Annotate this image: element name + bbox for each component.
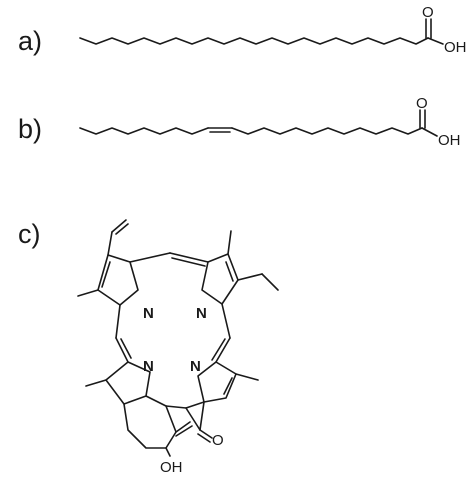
pyrrole-ring-c — [197, 361, 237, 403]
pyrrole-ring-b — [201, 253, 239, 305]
vinyl-bond-1 — [107, 231, 113, 256]
enol-double-2 — [175, 425, 193, 437]
panel-b-oxygen-atom: O — [416, 95, 428, 112]
panel-a: a) O OH — [18, 4, 467, 56]
inner-link-mid — [165, 405, 187, 409]
panel-b-carbon-chain-left — [79, 127, 209, 135]
enol-hydroxyl-label: OH — [160, 459, 183, 476]
pyrrole-ring-a — [97, 254, 139, 306]
bridge-bc-2 — [215, 337, 231, 363]
cyclic-chain — [123, 403, 177, 449]
ring-b-inner-double — [225, 261, 234, 282]
ketone-bond-2 — [197, 433, 211, 443]
ring-a-methyl — [77, 289, 99, 297]
panel-b: b) O OH — [18, 95, 461, 149]
panel-a-hydroxyl-label: OH — [444, 39, 467, 56]
bridge-ad-double — [120, 338, 132, 359]
isocyclic-bond-2 — [199, 401, 205, 431]
inner-link-d — [145, 395, 167, 407]
inner-link-c — [185, 401, 205, 409]
panel-a-oxygen-atom: O — [422, 4, 434, 21]
panel-c: c) — [18, 219, 279, 476]
bridge-bc-1 — [221, 303, 231, 339]
panel-a-label: a) — [18, 26, 42, 56]
panel-b-hydroxyl-label: OH — [438, 132, 461, 149]
panel-b-label: b) — [18, 114, 42, 144]
ketone-oxygen-atom: O — [212, 432, 224, 449]
isocyclic-bond-1 — [185, 407, 201, 431]
nitrogen-atom-ring-a: N — [143, 305, 154, 322]
pyrrole-ring-d — [105, 361, 151, 405]
ring-c-methyl — [235, 373, 259, 381]
bridge-ab-double — [171, 257, 206, 267]
panel-b-carbon-chain-right — [231, 127, 423, 135]
bridge-bc-double — [211, 338, 226, 361]
nitrogen-atom-ring-c: N — [190, 358, 201, 375]
nitrogen-atom-ring-d: N — [143, 358, 154, 375]
nitrogen-atom-ring-b: N — [196, 305, 207, 322]
bridge-ab-2 — [169, 252, 209, 263]
ring-b-ethyl-2 — [261, 273, 279, 291]
panel-a-hydroxyl-bond — [427, 37, 444, 45]
vinyl-bond-3 — [115, 223, 129, 235]
enol-double-1 — [175, 421, 191, 433]
enol-bond — [165, 447, 171, 457]
ring-b-methyl — [227, 230, 232, 255]
panel-a-carbon-chain — [79, 37, 429, 45]
ring-b-ethyl-1 — [237, 273, 263, 281]
ring-d-methyl — [85, 379, 107, 387]
bridge-ad-1 — [115, 304, 121, 339]
bridge-ab-1 — [129, 252, 171, 263]
panel-b-hydroxyl-bond — [421, 127, 438, 137]
bridge-ad-2 — [115, 337, 129, 363]
ring-a-inner-double — [101, 261, 111, 288]
panel-c-label: c) — [18, 219, 41, 249]
ketone-bond-1 — [199, 429, 213, 439]
ring-c-inner-double — [223, 377, 233, 395]
vinyl-bond-2 — [111, 219, 127, 233]
